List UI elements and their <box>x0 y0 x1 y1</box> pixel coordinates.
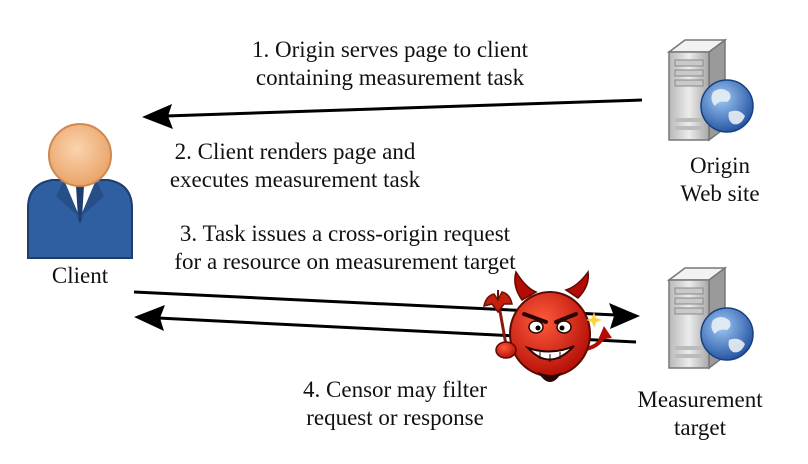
step-3-caption: 3. Task issues a cross-origin request fo… <box>130 220 560 276</box>
step-1-line-2: containing measurement task <box>255 65 525 90</box>
step-2-line-1: 2. Client renders page and <box>174 139 416 164</box>
arrow-origin-to-client <box>142 98 643 129</box>
step-1-line-1: 1. Origin serves page to client <box>252 37 528 62</box>
user-icon <box>27 123 133 259</box>
client-label: Client <box>51 263 109 288</box>
step-3-line-2: for a resource on measurement target <box>174 249 516 274</box>
web-server-icon <box>666 38 754 142</box>
step-4-caption: 4. Censor may filter request or response <box>270 376 520 432</box>
step-2-caption: 2. Client renders page and executes meas… <box>130 138 460 194</box>
step-3-line-1: 3. Task issues a cross-origin request <box>179 221 511 246</box>
web-server-icon <box>666 266 754 370</box>
step-1-caption: 1. Origin serves page to client containi… <box>210 36 570 92</box>
step-2-line-2: executes measurement task <box>169 167 421 192</box>
step-4-line-1: 4. Censor may filter <box>303 377 487 402</box>
target-label-line-1: Measurement <box>637 387 763 412</box>
origin-label-line-2: Web site <box>680 181 760 206</box>
target-label-line-2: target <box>674 415 726 440</box>
target-label: Measurement target <box>610 386 790 442</box>
origin-label-line-1: Origin <box>689 153 751 178</box>
devil-censor-icon <box>483 270 612 382</box>
step-4-line-2: request or response <box>306 405 484 430</box>
origin-label: Origin Web site <box>640 152 800 208</box>
